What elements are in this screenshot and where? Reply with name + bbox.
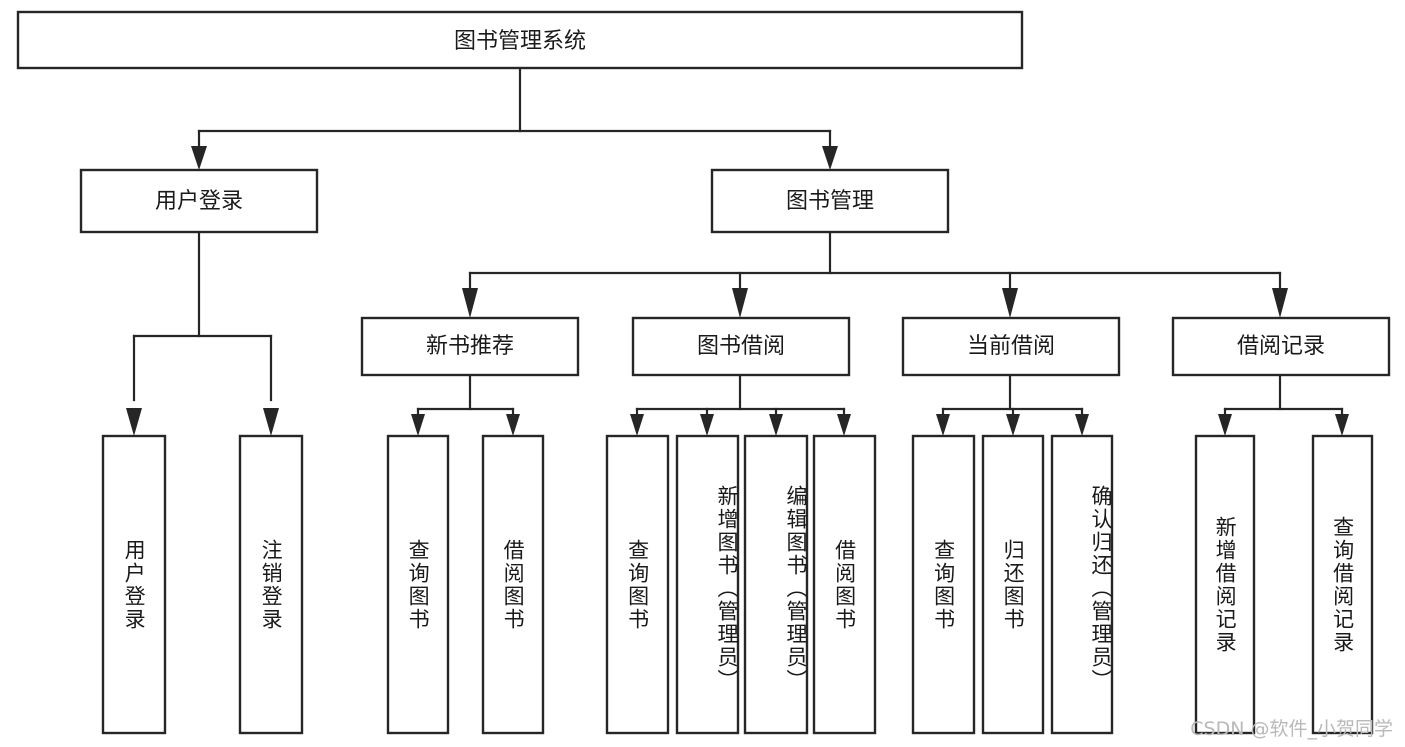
node-leaf-return-book-box[interactable] xyxy=(981,434,1045,735)
node-borrow-record-box[interactable] xyxy=(1171,316,1391,377)
node-leaf-add-book-box[interactable] xyxy=(675,434,740,735)
node-leaf-query-book-2-box[interactable] xyxy=(605,434,670,735)
node-leaf-edit-book-box[interactable] xyxy=(743,434,809,735)
arrow-to-book-management xyxy=(822,146,838,170)
arrow-to-book-borrow xyxy=(732,288,748,318)
arrow-to-current-borrow xyxy=(1002,288,1018,318)
arrow-to-leaf-logout-login xyxy=(263,408,279,436)
nodes-layer: 图书管理系统 用户登录 图书管理 新书推荐 图书借阅 当前借阅 借阅记录 xyxy=(16,10,1391,735)
arrow-to-leaf-user-login xyxy=(126,408,142,436)
node-leaf-query-book-3-box[interactable] xyxy=(911,434,976,735)
node-book-borrow-label: 图书借阅 xyxy=(697,334,785,359)
arrow-to-leaf-query-book-3 xyxy=(936,414,950,436)
arrow-to-leaf-confirm-return xyxy=(1075,414,1089,436)
node-leaf-user-login-box[interactable] xyxy=(101,434,167,735)
arrow-to-leaf-query-book-2 xyxy=(630,414,644,436)
node-leaf-logout-login-box[interactable] xyxy=(238,434,304,735)
node-new-book-recommend-box[interactable] xyxy=(360,316,580,377)
node-leaf-query-book-1-box[interactable] xyxy=(386,434,450,735)
arrow-to-leaf-query-record xyxy=(1335,414,1349,436)
arrow-to-user-login xyxy=(191,146,207,170)
arrow-to-leaf-query-book-1 xyxy=(411,414,425,436)
csdn-watermark: CSDN @软件_小贺同学 xyxy=(1190,718,1393,740)
edges-layer xyxy=(126,66,1349,436)
node-borrow-record-label: 借阅记录 xyxy=(1237,334,1325,359)
node-current-borrow-label: 当前借阅 xyxy=(967,334,1055,359)
arrow-to-leaf-return-book xyxy=(1006,414,1020,436)
arrow-to-new-book-recommend xyxy=(462,288,478,318)
arrow-to-leaf-add-book xyxy=(700,414,714,436)
node-user-login-box[interactable] xyxy=(79,168,319,234)
node-leaf-borrow-book-2-box[interactable] xyxy=(812,434,877,735)
node-root-box[interactable] xyxy=(16,10,1024,70)
node-leaf-confirm-return-box[interactable] xyxy=(1050,434,1114,735)
node-current-borrow-box[interactable] xyxy=(901,316,1121,377)
node-book-management-box[interactable] xyxy=(710,168,950,234)
node-new-book-recommend-label: 新书推荐 xyxy=(426,334,514,359)
node-root-label: 图书管理系统 xyxy=(454,29,586,54)
node-leaf-borrow-book-1-box[interactable] xyxy=(481,434,545,735)
arrow-to-borrow-record xyxy=(1272,288,1288,318)
node-book-borrow-box[interactable] xyxy=(631,316,851,377)
node-user-login-label: 用户登录 xyxy=(155,189,243,214)
node-leaf-add-record-box[interactable] xyxy=(1194,434,1256,735)
arrow-to-leaf-borrow-book-1 xyxy=(506,414,520,436)
node-leaf-query-record-box[interactable] xyxy=(1311,434,1374,735)
arrow-to-leaf-borrow-book-2 xyxy=(837,414,851,436)
arrow-to-leaf-add-record xyxy=(1218,414,1232,436)
node-book-management-label: 图书管理 xyxy=(786,189,874,214)
arrow-to-leaf-edit-book xyxy=(769,414,783,436)
